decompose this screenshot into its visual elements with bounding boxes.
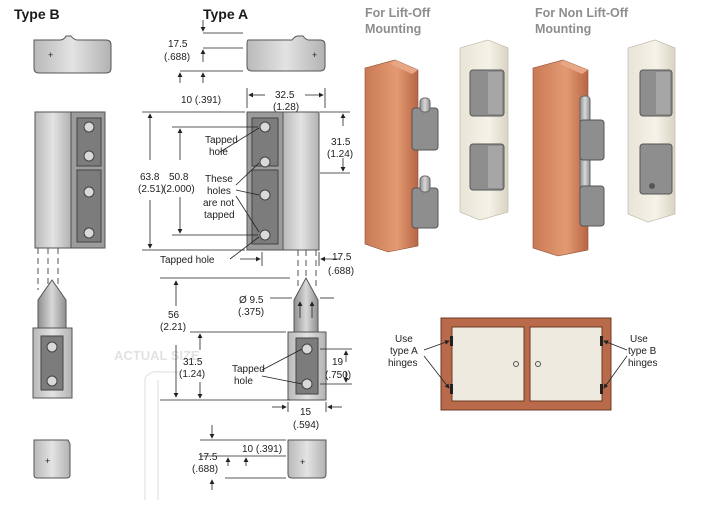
callout-notes: Tapped hole These holes are not tapped T…: [160, 135, 265, 387]
type-b-hinge: + +: [32, 35, 112, 479]
dim-d14-line2: (.688): [192, 464, 218, 475]
note-not-tapped-2: holes: [207, 186, 231, 197]
type-a-pin: [293, 276, 319, 333]
note-not-tapped-1: These: [205, 174, 233, 185]
note-tapped-hole-bottom: Tapped hole: [160, 255, 215, 266]
dim-d1-line2: (.688): [164, 52, 190, 63]
dim-d7-line2: (.688): [328, 266, 354, 277]
door-left: [451, 326, 525, 402]
dim-d5-line2: (2.000): [163, 184, 195, 195]
note-not-tapped-4: tapped: [204, 210, 235, 221]
note-tapped-hole-top-2: hole: [209, 147, 228, 158]
note-tapped-hole-lower-2: hole: [234, 376, 253, 387]
type-a-bottom-plate: [287, 439, 327, 479]
svg-text:+: +: [300, 457, 305, 467]
type-a-screw-holes: [259, 121, 271, 241]
type-a-top-plate: [246, 35, 326, 72]
type-b-title: Type B: [14, 6, 60, 22]
dim-d12-line1: 15: [300, 407, 312, 418]
type-b-leaf: [34, 111, 72, 249]
dim-d12-line2: (.594): [293, 420, 319, 431]
lift-off-hinge-upper: [411, 107, 439, 151]
dim-d11-line2: (.750): [325, 370, 351, 381]
type-b-pin: [37, 279, 67, 329]
watermark-outline: [144, 370, 180, 500]
note-tapped-hole-top-1: Tapped: [205, 135, 238, 146]
non-lift-off-cream-frame: [627, 39, 676, 223]
non-lift-off-illustration: [532, 39, 676, 257]
note-tapped-hole-lower-1: Tapped: [232, 364, 265, 375]
dim-d4-line1: 63.8: [140, 172, 160, 183]
dim-d8-line2: (.375): [238, 307, 264, 318]
dim-d9-line2: (2.21): [160, 322, 186, 333]
type-b-screw-holes: [83, 121, 95, 239]
dimension-lines: [142, 20, 352, 490]
dim-d6-line1: 31.5: [331, 137, 351, 148]
dim-d14-line1: 17.5: [198, 452, 218, 463]
dimension-labels: 17.5 (.688) 10 (.391) 32.5 (1.28) 63.8 (…: [138, 39, 354, 475]
dim-d13: 10 (.391): [242, 444, 282, 455]
lift-off-cream-frame: [459, 39, 509, 221]
dim-d3-line1: 32.5: [275, 90, 295, 101]
callout-type-a-2: type A: [390, 346, 418, 357]
callout-type-a-3: hinges: [388, 358, 417, 369]
dim-d3-line2: (1.28): [273, 102, 299, 113]
svg-text:+: +: [312, 50, 317, 60]
dim-d10-line2: (1.24): [179, 369, 205, 380]
dim-d11-line1: 19: [332, 357, 344, 368]
lift-off-label-1: For Lift-Off: [365, 6, 431, 20]
dim-d9-line1: 56: [168, 310, 180, 321]
note-not-tapped-3: are not: [203, 198, 234, 209]
dim-d2: 10 (.391): [181, 95, 221, 106]
lift-off-illustration: [364, 39, 509, 253]
type-b-dashed-guides: [37, 248, 59, 290]
dim-d10-line1: 31.5: [183, 357, 203, 368]
type-b-top-plate: [33, 35, 112, 74]
lift-off-copper-frame: [364, 59, 419, 253]
dim-d4-line2: (2.51): [138, 184, 164, 195]
non-lift-off-label-1: For Non Lift-Off: [535, 6, 629, 20]
lift-off-label-2: Mounting: [365, 22, 421, 36]
non-lift-off-label-2: Mounting: [535, 22, 591, 36]
callout-type-b-1: Use: [630, 334, 648, 345]
lift-off-hinge-lower: [411, 187, 439, 229]
type-a-hinge: + +: [246, 35, 327, 479]
type-a-title: Type A: [203, 6, 248, 22]
callout-type-b-2: type B: [628, 346, 657, 357]
callout-type-a-1: Use: [395, 334, 413, 345]
dim-d6-line2: (1.24): [327, 149, 353, 160]
door-right: [529, 326, 603, 402]
svg-text:+: +: [45, 456, 50, 466]
type-b-bottom-plate: [33, 439, 71, 479]
dim-d8-line1: Ø 9.5: [239, 295, 264, 306]
dim-d7-line1: 17.5: [332, 252, 352, 263]
door-panel-diagram: Use type A hinges Use type B hinges: [388, 317, 657, 411]
dim-d5-line1: 50.8: [169, 172, 189, 183]
watermark-text: ACTUAL SIZE: [114, 348, 200, 363]
type-a-leaf: [282, 111, 320, 251]
dim-d1-line1: 17.5: [168, 39, 188, 50]
callout-type-b-3: hinges: [628, 358, 657, 369]
svg-text:+: +: [48, 50, 53, 60]
